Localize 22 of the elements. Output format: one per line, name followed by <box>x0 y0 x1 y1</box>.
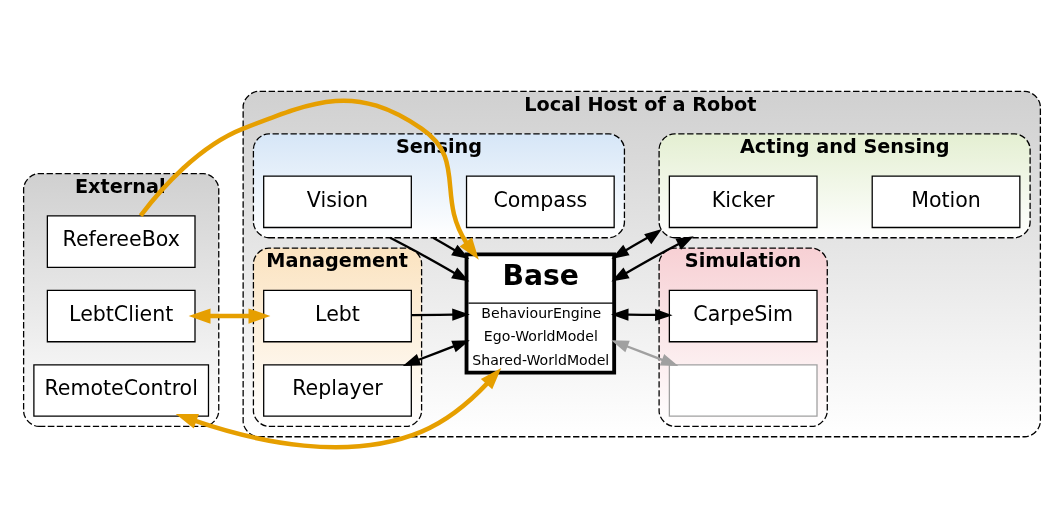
node-box: Lebt <box>263 289 412 343</box>
node-box: Kicker <box>668 175 818 229</box>
arrow <box>611 229 662 259</box>
node-box: RefereeBox <box>46 215 196 268</box>
arrow <box>188 308 271 324</box>
arrow <box>611 308 673 322</box>
arrow <box>411 308 470 321</box>
arrow <box>611 340 679 367</box>
node-box: Motion <box>871 175 1021 229</box>
arrow <box>175 368 502 450</box>
arrow <box>611 236 694 282</box>
arrow <box>389 236 470 282</box>
node-box: LebtClient <box>46 289 196 343</box>
node-box: RemoteControl <box>33 364 210 417</box>
node-box: Replayer <box>263 364 412 417</box>
node-box <box>668 364 818 417</box>
node-box: Compass <box>465 175 615 229</box>
arrow <box>432 236 470 259</box>
node-box: Vision <box>263 175 412 229</box>
arrow <box>138 98 479 260</box>
node-box: CarpeSim <box>668 289 818 343</box>
arrow <box>402 340 470 366</box>
